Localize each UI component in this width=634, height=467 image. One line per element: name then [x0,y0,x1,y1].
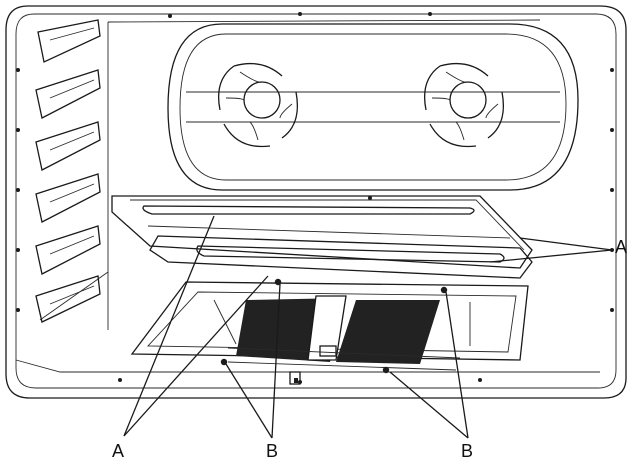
callout-label-b-right: B [461,441,474,461]
callout-label-b-center: B [266,441,279,461]
bottom-tray [130,281,529,385]
callout-label-a-bottom: A [112,441,125,461]
upper-heating-shelf [111,195,533,269]
side-rack-rails [35,19,101,323]
convection-fan-right [423,62,505,148]
convection-fan-left [217,62,299,148]
oven-frame [5,5,627,399]
lower-heating-shelf [149,235,533,279]
callout-label-a-right: A [615,237,628,257]
fan-cover [167,23,579,200]
leader-lines [123,215,613,439]
fastening-screws [220,278,448,374]
